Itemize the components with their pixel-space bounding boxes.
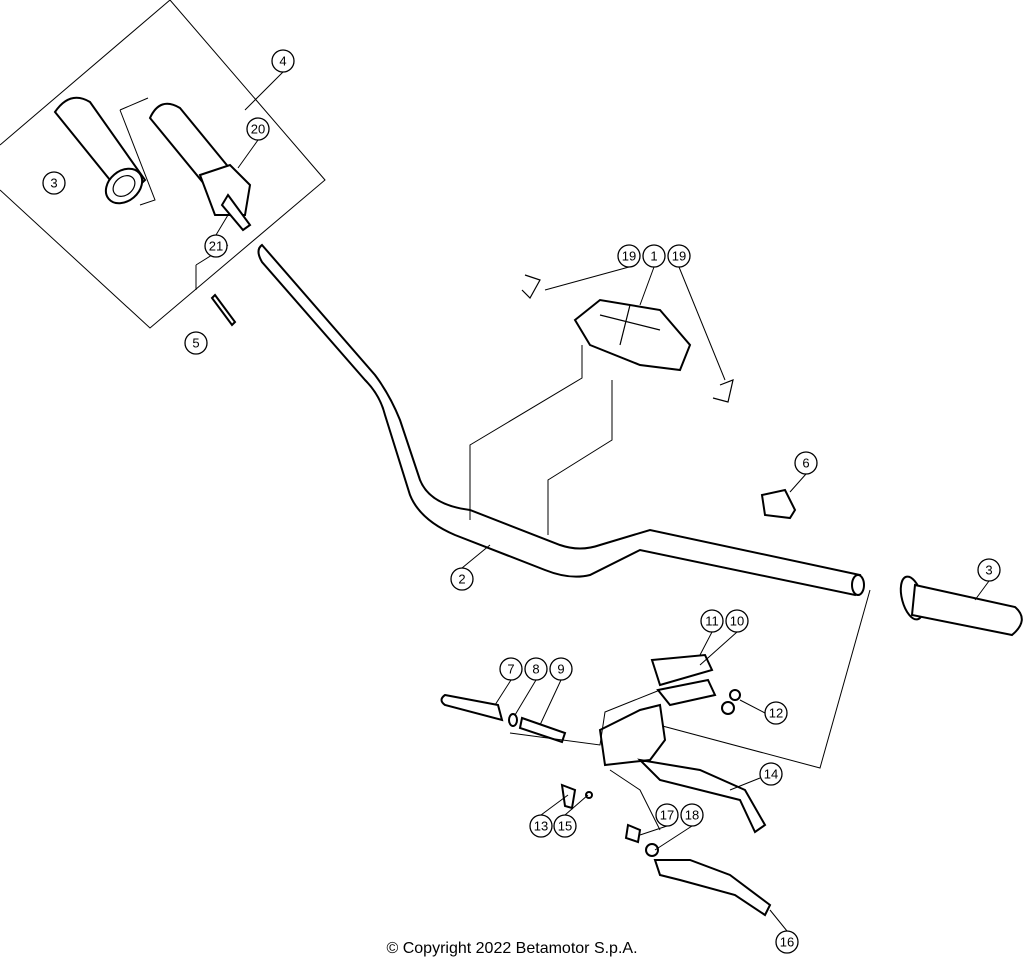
callout-13: 13	[529, 814, 553, 838]
callout-label: 18	[685, 808, 699, 823]
spring-9	[518, 716, 567, 744]
callout-14: 14	[759, 762, 783, 786]
callout-label: 3	[985, 563, 992, 578]
callout-label: 5	[192, 336, 199, 351]
callout-label: 19	[672, 249, 686, 264]
callout-3: 3	[977, 558, 1001, 582]
callout-17: 17	[655, 803, 679, 827]
copyright-notice: © Copyright 2022 Betamotor S.p.A.	[386, 940, 638, 957]
callout-label: 20	[251, 122, 265, 137]
callout-label: 10	[730, 614, 744, 629]
callout-label: 9	[557, 662, 564, 677]
clutch-master-cylinder	[598, 653, 772, 917]
callout-3: 3	[42, 171, 66, 195]
callout-label: 13	[534, 819, 548, 834]
nut-18	[645, 843, 659, 857]
callout-label: 6	[802, 456, 809, 471]
callout-label: 7	[507, 662, 514, 677]
callout-2: 2	[450, 567, 474, 591]
callout-10: 10	[725, 609, 749, 633]
callout-label: 11	[705, 614, 719, 629]
callout-label: 14	[764, 767, 778, 782]
handlebar	[257, 243, 862, 597]
callout-label: 1	[650, 249, 657, 264]
callout-label: 17	[660, 808, 674, 823]
bolt-19-left	[521, 274, 541, 299]
callout-label: 15	[558, 819, 572, 834]
pin-5	[210, 293, 237, 327]
callout-16: 16	[775, 930, 799, 954]
callout-6: 6	[794, 451, 818, 475]
callout-15: 15	[553, 814, 577, 838]
callout-1: 1	[642, 244, 666, 268]
bolt-19-right	[712, 379, 734, 403]
callout-8: 8	[524, 657, 548, 681]
callout-label: 4	[279, 54, 286, 69]
callout-label: 21	[209, 239, 223, 254]
callout-19: 19	[617, 244, 641, 268]
switch-6	[760, 488, 797, 520]
throttle-grip	[148, 102, 252, 232]
callout-label: 3	[50, 176, 57, 191]
callout-9: 9	[549, 657, 573, 681]
bolt-17	[624, 823, 642, 844]
nut-15	[585, 791, 593, 799]
bolt-13	[560, 783, 577, 810]
callout-label: 19	[622, 249, 636, 264]
callout-7: 7	[499, 657, 523, 681]
callout-20: 20	[246, 117, 270, 141]
callout-label: 8	[532, 662, 539, 677]
callout-21: 21	[204, 234, 228, 258]
pushrod-7	[440, 693, 504, 722]
callout-label: 12	[769, 706, 783, 721]
callout-19: 19	[667, 244, 691, 268]
callout-11: 11	[700, 609, 724, 633]
right-grip	[899, 575, 1023, 637]
callout-label: 2	[458, 572, 465, 587]
callout-4: 4	[271, 49, 295, 73]
left-grip	[53, 96, 147, 205]
callout-5: 5	[184, 331, 208, 355]
washer-8	[508, 713, 518, 727]
callout-12: 12	[764, 701, 788, 725]
callout-18: 18	[680, 803, 704, 827]
handlebar-clamp	[573, 298, 692, 372]
callout-label: 16	[780, 935, 794, 950]
throttle-group-box	[0, 0, 326, 329]
